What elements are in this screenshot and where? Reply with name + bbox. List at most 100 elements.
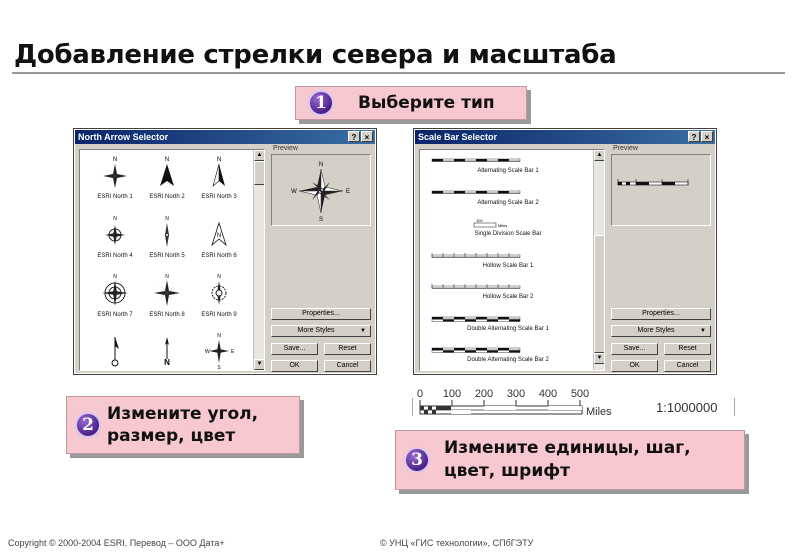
scale-unit-label: Miles [586, 406, 612, 418]
help-button[interactable]: ? [348, 131, 360, 142]
ok-button[interactable]: OK [611, 360, 658, 372]
scroll-thumb[interactable] [254, 161, 264, 185]
scale-bar-option-label: Double Alternating Scale Bar 1 [467, 325, 549, 332]
svg-text:N: N [164, 358, 170, 367]
cancel-button[interactable]: Cancel [324, 360, 371, 372]
half-arrow-icon: N [212, 157, 225, 187]
scale-bar-graphic [431, 252, 521, 258]
save-button[interactable]: Save... [271, 343, 318, 355]
scale-bar-option[interactable]: Double Alternating Scale Bar 1 [428, 312, 588, 332]
scale-bar-graphic [431, 158, 521, 162]
cancel-button[interactable]: Cancel [664, 360, 711, 372]
dialog-title: Scale Bar Selector [418, 132, 498, 142]
scale-bar-option[interactable]: Hollow Scale Bar 2 [428, 280, 588, 300]
svg-text:N: N [217, 157, 221, 163]
more-styles-button[interactable]: More Styles ▼ [611, 325, 711, 337]
scale-bar-option-label: Alternating Scale Bar 1 [477, 168, 539, 174]
more-styles-label: More Styles [637, 327, 675, 334]
north-arrow-option[interactable]: N [138, 331, 196, 370]
scale-bar-option[interactable]: Double Alternating Scale Bar 2 [428, 343, 588, 363]
callout-change-units-text: Измените единицы, шаг, цвет, шрифт [444, 437, 691, 483]
save-button[interactable]: Save... [611, 343, 658, 355]
north-arrow-option[interactable]: N ESRI North 2 [138, 154, 196, 200]
scroll-thumb[interactable] [594, 235, 604, 353]
ornate-rose-icon: N [102, 274, 128, 306]
n-arrow-icon: N [164, 337, 170, 367]
scale-bar-option[interactable]: Alternating Scale Bar 2 [428, 186, 588, 206]
preview-label: Preview [613, 145, 638, 152]
scale-bar-option[interactable]: Hollow Scale Bar 1 [428, 249, 588, 269]
circle-compass-icon: N [105, 216, 125, 245]
scroll-down-arrow-icon[interactable]: ▼ [594, 353, 604, 364]
ok-button[interactable]: OK [271, 360, 318, 372]
scale-tick-label: 200 [475, 388, 493, 400]
help-button[interactable]: ? [688, 131, 700, 142]
scale-bar-option-label: Hollow Scale Bar 2 [482, 294, 534, 300]
scroll-up-arrow-icon[interactable]: ▲ [594, 150, 604, 161]
dialog-title: North Arrow Selector [78, 132, 169, 142]
svg-text:S: S [217, 365, 221, 369]
north-arrow-option[interactable] [86, 331, 144, 370]
svg-text:N: N [113, 274, 117, 280]
scroll-down-arrow-icon[interactable]: ▼ [254, 359, 264, 370]
scale-bar-selector-dialog: Scale Bar Selector ? × ▲ ▼ Alternating S… [413, 128, 717, 375]
close-button[interactable]: × [361, 131, 373, 142]
north-arrow-option[interactable]: N ESRI North 3 [190, 154, 248, 200]
svg-text:N: N [217, 233, 221, 239]
svg-text:N: N [113, 216, 117, 222]
scroll-up-arrow-icon[interactable]: ▲ [254, 150, 264, 161]
scale-divider-left [412, 398, 413, 416]
north-arrow-option-label: ESRI North 8 [149, 312, 185, 318]
properties-button[interactable]: Properties... [271, 308, 371, 320]
north-arrow-option-label: ESRI North 6 [201, 253, 237, 259]
callout-change-angle: 2 Измените угол, размер, цвет [66, 396, 300, 454]
eight-point-star-icon: N [154, 274, 180, 306]
scale-bar-list[interactable]: ▲ ▼ Alternating Scale Bar 1 Alternating S… [419, 149, 605, 371]
scale-bar-option[interactable]: Alternating Scale Bar 1 [428, 154, 588, 174]
scale-tick-label: 0 [417, 388, 423, 400]
reset-button[interactable]: Reset [664, 343, 711, 355]
flag-arrow-icon [111, 337, 119, 367]
north-arrow-option-label: ESRI North 2 [149, 194, 185, 200]
footer-copyright: Copyright © 2000-2004 ESRI. Перевод – ОО… [8, 538, 225, 548]
dropdown-arrow-icon: ▼ [700, 328, 706, 334]
scale-bar-graphic [431, 316, 521, 322]
callout-change-units: 3 Измените единицы, шаг, цвет, шрифт [395, 430, 745, 490]
north-arrow-option-label: ESRI North 1 [97, 194, 133, 200]
list-scrollbar[interactable]: ▲ ▼ [253, 150, 264, 370]
solid-arrow-icon: N [160, 157, 174, 186]
north-arrow-option-label: ESRI North 3 [201, 194, 237, 200]
properties-button[interactable]: Properties... [611, 308, 711, 320]
scale-bar-option-label: Double Alternating Scale Bar 2 [467, 357, 549, 363]
close-button[interactable]: × [701, 131, 713, 142]
north-arrow-option[interactable]: N ESRI North 1 [86, 154, 144, 200]
list-scrollbar[interactable]: ▲ ▼ [593, 150, 604, 370]
title-divider [12, 72, 785, 74]
callout-select-type-text: Выберите тип [358, 93, 495, 113]
compass-star-icon: N [103, 157, 127, 188]
reset-button[interactable]: Reset [324, 343, 371, 355]
north-arrow-option[interactable]: N ESRI North 6 [190, 213, 248, 259]
north-arrow-option[interactable]: N ESRI North 8 [138, 272, 196, 318]
scale-bar-option-label: Alternating Scale Bar 2 [477, 199, 539, 206]
svg-text:S: S [319, 217, 323, 223]
svg-text:W: W [291, 189, 297, 195]
dropdown-arrow-icon: ▼ [360, 328, 366, 334]
scale-bar-option-label: Hollow Scale Bar 1 [482, 262, 534, 269]
scale-bar-graphic [431, 284, 521, 289]
more-styles-button[interactable]: More Styles ▼ [271, 325, 371, 337]
callout-select-type: 1 Выберите тип [295, 86, 527, 120]
svg-text:W: W [205, 349, 210, 355]
step-1-badge: 1 [308, 90, 334, 116]
dialog-titlebar: North Arrow Selector ? × [75, 130, 375, 144]
